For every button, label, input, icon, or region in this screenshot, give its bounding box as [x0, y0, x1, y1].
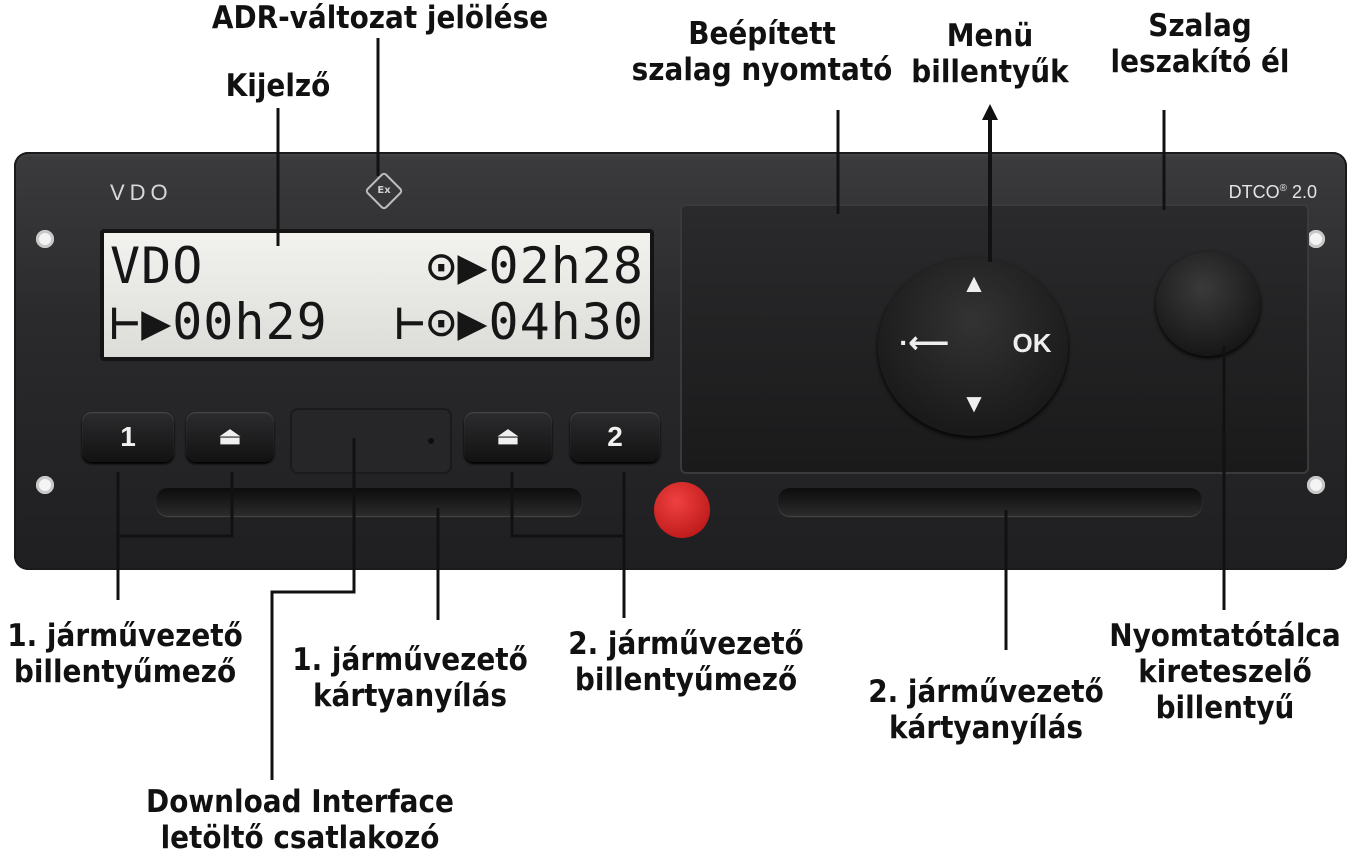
menu-down-button[interactable]: ▼	[961, 388, 987, 418]
lcd-display: VDO ⊙▶02h28 ⊢▶00h29 ⊢⊙▶04h30	[100, 229, 654, 361]
callout-display: Kijelző	[225, 68, 331, 104]
driver2-eject-button[interactable]: ⏏	[464, 412, 552, 462]
mount-hole-bottom-left	[36, 476, 54, 494]
display-line1-right: ⊙▶02h28	[426, 237, 644, 295]
display-line2-right: ⊢⊙▶04h30	[395, 293, 644, 351]
driver1-key-button[interactable]: 1	[82, 412, 174, 462]
red-seal-button	[654, 482, 710, 538]
download-interface-cover[interactable]	[290, 408, 452, 474]
driver1-eject-button[interactable]: ⏏	[186, 412, 274, 462]
menu-up-button[interactable]: ▲	[961, 268, 987, 298]
display-line2-left: ⊢▶00h29	[110, 293, 328, 351]
mount-hole-top-right	[1307, 230, 1325, 248]
leader-driver2-keys	[510, 472, 626, 618]
menu-ok-button[interactable]: OK	[1012, 328, 1052, 358]
mount-hole-top-left	[36, 230, 54, 248]
tachograph-device: VDO Ex DTCO® 2.0 VDO ⊙▶02h28 ⊢▶00h29 ⊢⊙▶…	[14, 152, 1347, 570]
driver2-key-button[interactable]: 2	[570, 412, 660, 462]
leader-download	[270, 438, 356, 780]
driver2-card-slot[interactable]	[778, 488, 1202, 516]
callout-adr: ADR-változat jelölése	[211, 0, 549, 36]
download-port-dot	[428, 438, 434, 444]
mount-hole-bottom-right	[1307, 476, 1325, 494]
brand-logo: VDO	[110, 180, 173, 205]
model-label: DTCO® 2.0	[1228, 182, 1317, 202]
display-line1-left: VDO	[110, 237, 204, 295]
menu-back-button[interactable]: ·⟵	[899, 327, 949, 358]
menu-keypad: ▲ ▼ ·⟵ OK	[878, 258, 1068, 436]
leader-driver1-keys	[116, 472, 234, 600]
menu-callout-arrow-icon	[982, 104, 998, 120]
printer-tray-release-button[interactable]	[1156, 252, 1260, 356]
